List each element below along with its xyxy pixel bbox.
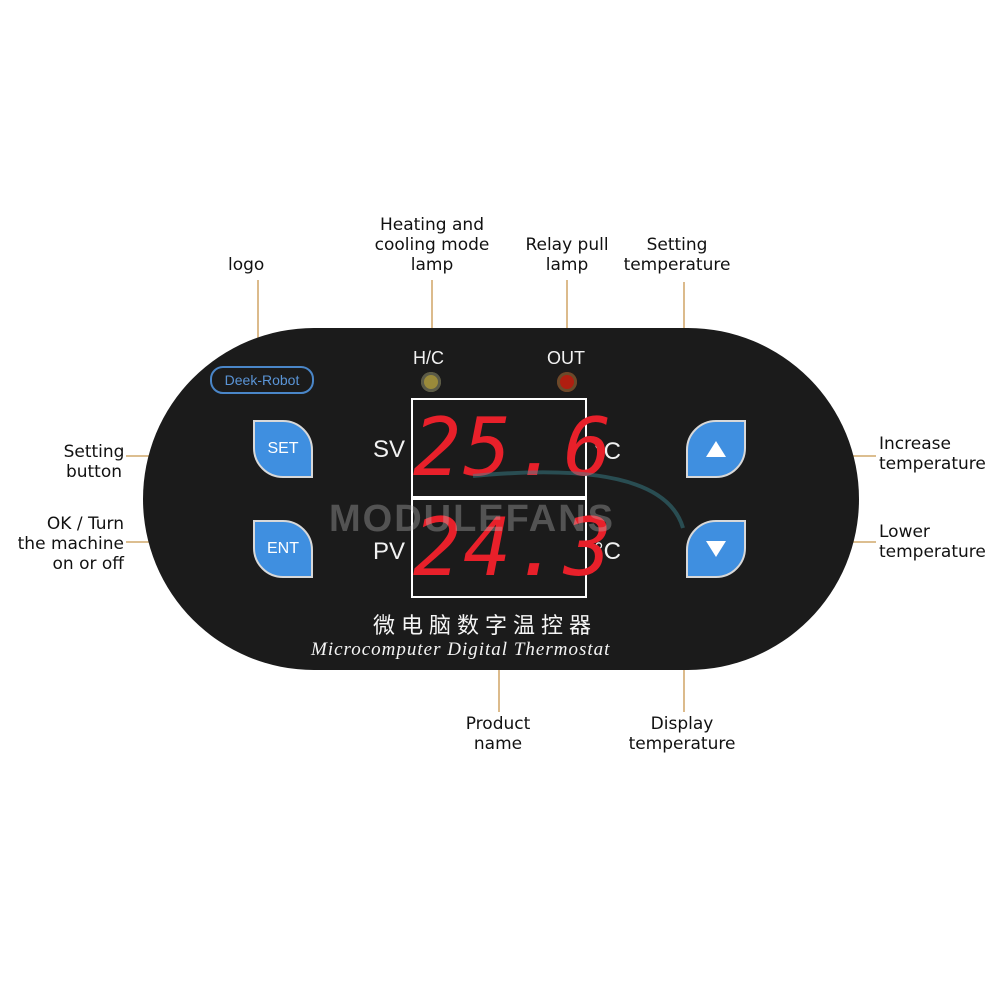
product-name-chinese: 微电脑数字温控器 — [373, 614, 598, 639]
set-value-digits: 25.6 — [413, 401, 614, 494]
ent-button-label: ENT — [267, 540, 299, 557]
hc-lamp-callout-line: lamp — [410, 255, 454, 275]
relay-lamp-callout-line: Relay pull — [525, 235, 609, 255]
hc-lamp-callout: Heating and cooling mode lamp — [362, 215, 502, 275]
ok-turn-callout-line: on or off — [52, 554, 125, 574]
increase-callout-line: Increase — [879, 434, 951, 454]
process-value-digits: 24.3 — [413, 501, 614, 594]
setting-temperature-callout-line: temperature — [623, 255, 731, 275]
logo-callout-line: logo — [228, 255, 265, 275]
ok-turn-callout-line: the machine — [17, 534, 124, 554]
triangle-up-icon — [706, 441, 726, 457]
setting-temperature-callout: Setting temperature — [617, 235, 737, 275]
setting-button-callout-line: button — [65, 462, 123, 482]
increase-button[interactable] — [686, 420, 746, 478]
watermark-swoosh — [472, 470, 685, 529]
triangle-down-icon — [706, 541, 726, 557]
sv-unit-label: °C — [594, 438, 621, 465]
setting-button-callout: Setting button — [54, 442, 134, 482]
set-button-label: SET — [267, 440, 299, 457]
product-name-callout-line: Product — [465, 714, 531, 734]
ent-button[interactable]: ENT — [253, 520, 313, 578]
display-temperature-callout: Display temperature — [622, 714, 742, 754]
increase-callout-line: temperature — [879, 454, 986, 474]
out-label: OUT — [547, 348, 585, 368]
relay-lamp-callout-line: lamp — [545, 255, 589, 275]
lower-temperature-callout: Lower temperature — [879, 522, 986, 562]
thermostat-panel: Deek-Robot H/C OUT SV PV °C °C 25.6 24.3… — [143, 328, 859, 670]
increase-temperature-callout: Increase temperature — [879, 434, 986, 474]
deek-robot-logo: Deek-Robot — [210, 366, 314, 394]
product-name-callout: Product name — [448, 714, 548, 754]
pv-unit-label: °C — [594, 538, 621, 565]
setting-temperature-callout-line: Setting — [646, 235, 708, 255]
modulefans-watermark: MODULEFANS — [329, 498, 615, 540]
process-value-display: 24.3 — [411, 498, 614, 598]
lower-callout-line: Lower — [879, 522, 930, 542]
hc-lamp-callout-line: cooling mode — [374, 235, 490, 255]
lower-callout-line: temperature — [879, 542, 986, 562]
pv-label: PV — [373, 538, 406, 565]
product-name-english: Microcomputer Digital Thermostat — [311, 639, 611, 660]
setting-button-callout-line: Setting — [63, 442, 125, 462]
hc-mode-lamp — [421, 372, 441, 392]
sv-label: SV — [373, 436, 406, 463]
set-button[interactable]: SET — [253, 420, 313, 478]
relay-lamp-callout: Relay pull lamp — [517, 235, 617, 275]
relay-out-lamp — [557, 372, 577, 392]
hc-lamp-callout-line: Heating and — [379, 215, 484, 235]
logo-callout: logo — [228, 255, 264, 275]
set-value-display: 25.6 — [411, 398, 614, 498]
display-temperature-callout-line: temperature — [628, 734, 736, 754]
decrease-button[interactable] — [686, 520, 746, 578]
hc-label: H/C — [413, 348, 444, 368]
display-temperature-callout-line: Display — [650, 714, 714, 734]
ok-turn-callout-line: OK / Turn — [46, 514, 124, 534]
product-name-callout-line: name — [473, 734, 523, 754]
ok-turn-callout: OK / Turn the machine on or off — [6, 514, 124, 574]
